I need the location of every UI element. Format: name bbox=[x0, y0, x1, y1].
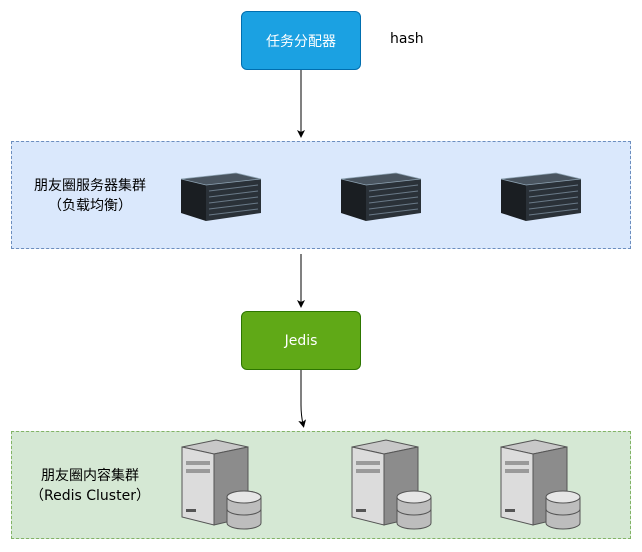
rack-server-icon bbox=[501, 171, 581, 221]
arrow-jedis-to-redis-cluster bbox=[298, 370, 307, 428]
server-cluster-label: 朋友圈服务器集群 （负载均衡） bbox=[20, 176, 160, 216]
server-cluster-subtitle: （负载均衡） bbox=[48, 198, 132, 214]
server-cluster-title: 朋友圈服务器集群 bbox=[34, 178, 146, 194]
jedis-node[interactable]: Jedis bbox=[241, 311, 361, 370]
rack-server-icon bbox=[341, 171, 421, 221]
content-cluster-title: 朋友圈内容集群 bbox=[41, 468, 139, 484]
rack-server-icon bbox=[181, 171, 261, 221]
database-server-icon bbox=[180, 439, 264, 531]
content-cluster-subtitle: （Redis Cluster） bbox=[30, 488, 150, 504]
database-server-icon bbox=[499, 439, 583, 531]
jedis-label: Jedis bbox=[284, 332, 318, 349]
content-cluster-label: 朋友圈内容集群 （Redis Cluster） bbox=[24, 466, 156, 506]
task-dispatcher-node[interactable]: 任务分配器 bbox=[241, 11, 361, 70]
task-dispatcher-label: 任务分配器 bbox=[266, 33, 336, 50]
database-server-icon bbox=[350, 439, 434, 531]
hash-label: hash bbox=[390, 31, 424, 47]
